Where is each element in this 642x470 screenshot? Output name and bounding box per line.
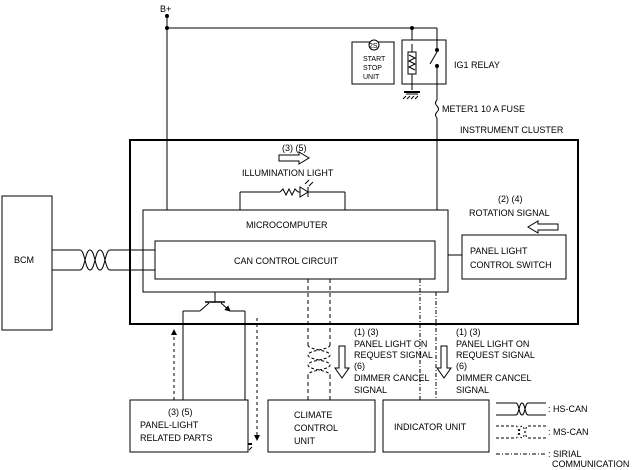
- ig1-relay-label: IG1 RELAY: [454, 60, 500, 70]
- indicator-steps-b: (6): [456, 361, 467, 371]
- b-plus-label: B+: [160, 4, 171, 14]
- start-stop-line1: START: [363, 56, 386, 63]
- indicator-unit: INDICATOR UNIT: [382, 399, 490, 453]
- climate-a-line2: REQUEST SIGNAL: [354, 350, 433, 360]
- start-stop-unit: 2S START STOP UNIT: [351, 39, 395, 85]
- climate-a-line1: PANEL LIGHT ON: [354, 339, 427, 349]
- indicator-a-line1: PANEL LIGHT ON: [456, 339, 529, 349]
- illumination-steps: (3) (5): [282, 143, 307, 153]
- climate-line2: CONTROL: [294, 423, 338, 433]
- indicator-steps-a: (1) (3): [456, 327, 481, 337]
- rotation-steps: (2) (4): [498, 194, 523, 204]
- indicator-a-line2: REQUEST SIGNAL: [456, 350, 535, 360]
- climate-steps-b: (6): [354, 361, 365, 371]
- b-plus-supply: B+: [160, 4, 437, 210]
- cluster-label: INSTRUMENT CLUSTER: [460, 125, 564, 135]
- microcomputer: MICROCOMPUTER CAN CONTROL CIRCUIT: [142, 209, 449, 293]
- illumination-label: ILLUMINATION LIGHT: [242, 168, 334, 178]
- switch-line1: PANEL LIGHT: [470, 246, 528, 256]
- can-control-circuit-label: CAN CONTROL CIRCUIT: [234, 256, 339, 266]
- climate-b-line2: SIGNAL: [354, 385, 387, 395]
- start-stop-line2: STOP: [363, 65, 382, 72]
- indicator-b-line2: SIGNAL: [456, 385, 489, 395]
- bcm-label: BCM: [14, 255, 34, 265]
- bcm: BCM: [1, 195, 155, 331]
- panel-light-related-parts: (3) (5) PANEL-LIGHT RELATED PARTS: [129, 399, 249, 453]
- start-stop-badge: 2S: [369, 43, 378, 50]
- meter-fuse: METER1 10 A FUSE: [435, 99, 525, 210]
- start-stop-line3: UNIT: [363, 74, 380, 81]
- climate-b-line1: DIMMER CANCEL: [354, 373, 430, 383]
- climate-control-unit: CLIMATE CONTROL UNIT: [267, 399, 376, 453]
- parts-line1: PANEL-LIGHT: [140, 420, 199, 430]
- illumination-light: (3) (5) ILLUMINATION LIGHT: [239, 143, 346, 210]
- indicator-label: INDICATOR UNIT: [394, 422, 467, 432]
- parts-line2: RELATED PARTS: [140, 433, 213, 443]
- rotation-label: ROTATION SIGNAL: [469, 208, 550, 218]
- climate-signals: (1) (3) PANEL LIGHT ON REQUEST SIGNAL (6…: [334, 327, 433, 395]
- switch-line2: CONTROL SWITCH: [470, 260, 552, 270]
- ig1-relay: IG1 RELAY: [401, 26, 500, 100]
- legend: : HS-CAN : MS-CAN : SIRIAL COMMUNICATION: [496, 402, 629, 469]
- legend-hs: : HS-CAN: [548, 404, 588, 414]
- fuse-label: METER1 10 A FUSE: [442, 104, 525, 114]
- climate-steps-a: (1) (3): [354, 327, 379, 337]
- climate-line3: UNIT: [294, 436, 315, 446]
- microcomputer-label: MICROCOMPUTER: [246, 220, 328, 230]
- climate-line1: CLIMATE: [294, 410, 332, 420]
- panel-light-control-switch: PANEL LIGHT CONTROL SWITCH: [448, 234, 567, 280]
- instrument-cluster: INSTRUMENT CLUSTER: [129, 125, 579, 325]
- indicator-signals: (1) (3) PANEL LIGHT ON REQUEST SIGNAL (6…: [436, 327, 535, 395]
- legend-serial2: COMMUNICATION: [552, 459, 629, 469]
- rotation-signal: (2) (4) ROTATION SIGNAL: [469, 194, 559, 234]
- legend-ms: : MS-CAN: [548, 427, 589, 437]
- parts-steps: (3) (5): [168, 407, 193, 417]
- can-lines: [307, 279, 437, 400]
- indicator-b-line1: DIMMER CANCEL: [456, 373, 532, 383]
- legend-serial1: : SIRIAL: [548, 449, 582, 459]
